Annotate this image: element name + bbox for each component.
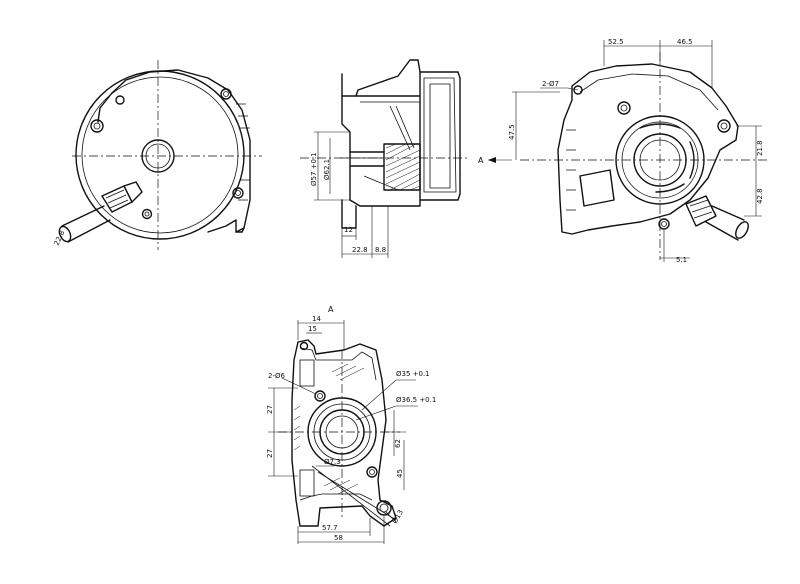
dim-52-5: 52.5	[608, 38, 624, 46]
dim-2-o7: 2-Ø7	[542, 80, 559, 88]
dim-5-1: 5.1	[676, 256, 687, 264]
dim-45: 45	[396, 469, 404, 478]
dim-o35: Ø35 +0.1	[396, 370, 430, 378]
dim-46-5: 46.5	[677, 38, 693, 46]
side-view: Ø57 +0.1 Ø62.1 12 22.8 8.8	[300, 59, 470, 258]
dim-22-8: 22.8	[352, 246, 368, 254]
dim-21-8: 21.8	[756, 140, 764, 156]
view-arrow-a: A	[478, 156, 512, 165]
dim-12: 12	[344, 226, 353, 234]
dim-42-8: 42.8	[756, 188, 764, 204]
dim-15: 15	[308, 325, 317, 333]
section-label-a: A	[328, 305, 334, 314]
dim-o36: Ø36.5 +0.1	[396, 396, 436, 404]
section-hatching	[293, 363, 365, 495]
dim-8-8: 8.8	[375, 246, 386, 254]
dim-2-o6: 2-Ø6	[268, 372, 285, 380]
side-hatching	[385, 143, 421, 191]
dim-14: 14	[312, 315, 321, 323]
dim-62: 62	[394, 439, 402, 448]
dim-58: 58	[334, 534, 343, 542]
dim-27-top: 27	[266, 405, 274, 414]
front-view: 22.8	[53, 60, 262, 250]
svg-text:22.8: 22.8	[53, 229, 67, 247]
arrow-label-a: A	[478, 156, 484, 165]
dim-o57: Ø57 +0.1	[310, 152, 318, 186]
dim-o62: Ø62.1	[323, 159, 331, 180]
dim-47-5: 47.5	[508, 124, 516, 140]
dim-27-bottom: 27	[266, 449, 274, 458]
dim-57-7: 57.7	[322, 524, 338, 532]
rear-view: 52.5 46.5 2-Ø7 47.5 21.8 42.8 5.1	[508, 38, 770, 264]
dim-o7-3: Ø7.3	[324, 458, 341, 466]
section-view-a: A 14 15	[266, 305, 436, 544]
